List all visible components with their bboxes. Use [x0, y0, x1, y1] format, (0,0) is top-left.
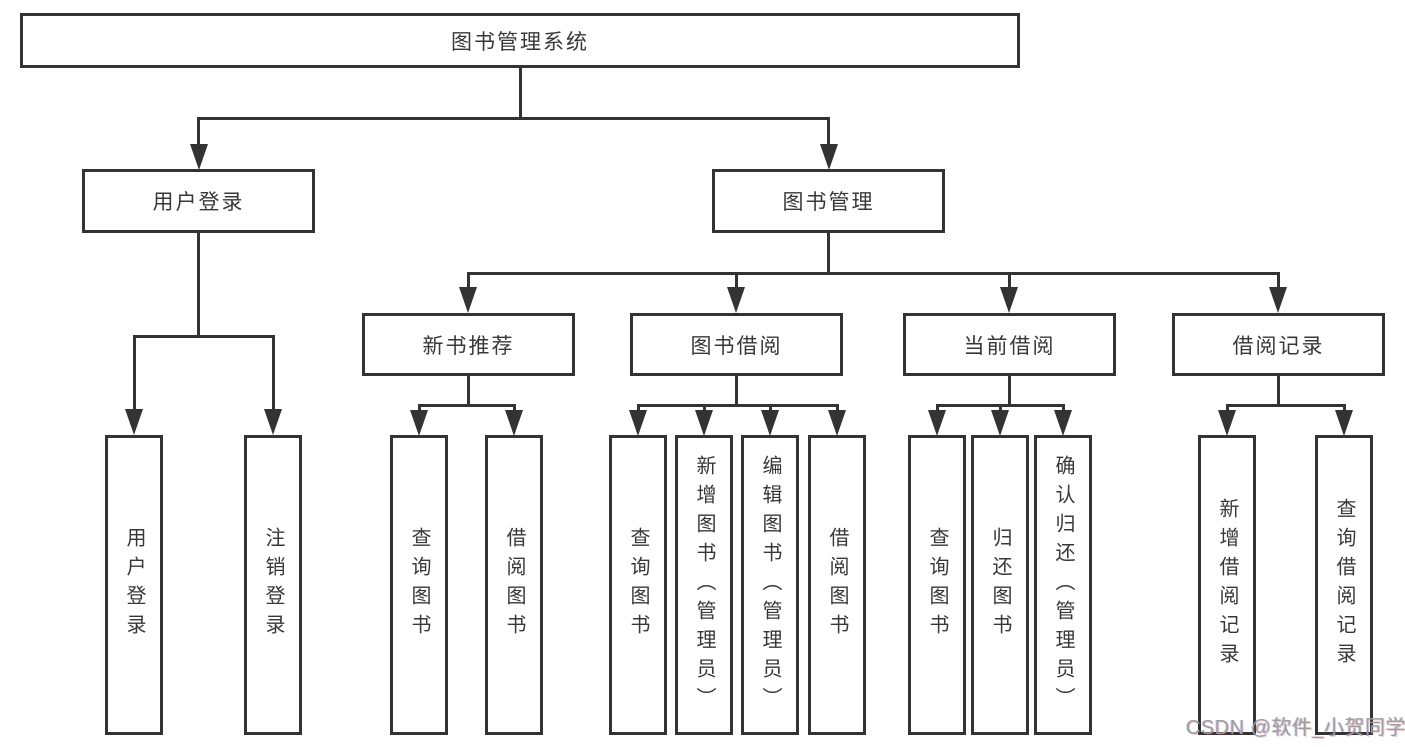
connector-arrowhead-down	[264, 409, 282, 435]
connector-arrowhead-down	[125, 409, 143, 435]
watermark: CSDN @软件_小贺同学	[1186, 717, 1405, 739]
node-new-book-recommendation: 新书推荐	[362, 313, 575, 376]
connector-vline	[418, 404, 421, 413]
node-book-management: 图书管理	[712, 169, 945, 233]
node-new-book-recommendation-label: 新书推荐	[422, 334, 515, 358]
leaf-borrow-books-recommend: 借阅图书	[485, 435, 543, 735]
connector-vline	[1062, 404, 1065, 413]
node-book-borrowing-label: 图书借阅	[690, 334, 783, 358]
connector-arrowhead-down	[820, 144, 838, 170]
connector-vline	[827, 233, 830, 275]
connector-vline	[1008, 272, 1011, 289]
connector-arrowhead-down	[727, 287, 745, 313]
leaf-query-books-current-label: 查询图书	[926, 527, 948, 643]
connector-arrowhead-down	[410, 410, 428, 436]
connector-vline	[133, 335, 136, 411]
connector-arrowhead-down	[928, 410, 946, 436]
connector-arrowhead-down	[1054, 410, 1072, 436]
connector-vline	[197, 233, 200, 338]
node-root-label: 图书管理系统	[451, 30, 589, 54]
connector-arrowhead-down	[1000, 287, 1018, 313]
leaf-query-books-borrowing-label: 查询图书	[627, 527, 649, 643]
leaf-query-books-current: 查询图书	[908, 435, 966, 735]
leaf-logout: 注销登录	[244, 435, 302, 735]
connector-vline	[836, 404, 839, 413]
node-borrowing-records-label: 借阅记录	[1232, 334, 1325, 358]
leaf-edit-book-admin-label: 编辑图书（管理员）	[759, 454, 781, 716]
connector-vline	[1343, 404, 1346, 413]
connector-arrowhead-down	[991, 410, 1009, 436]
connector-vline	[197, 117, 200, 147]
connector-vline	[703, 404, 706, 413]
connector-vline	[1277, 376, 1280, 407]
node-root: 图书管理系统	[20, 13, 1020, 68]
node-book-management-label: 图书管理	[782, 191, 875, 214]
connector-vline	[1226, 404, 1229, 413]
connector-arrowhead-down	[761, 410, 779, 436]
node-current-borrowing: 当前借阅	[903, 313, 1116, 376]
connector-vline	[272, 335, 275, 411]
connector-vline	[1277, 272, 1280, 289]
connector-arrowhead-down	[505, 410, 523, 436]
leaf-borrow-books-borrowing-label: 借阅图书	[826, 527, 848, 643]
leaf-user-login: 用户登录	[105, 435, 163, 735]
leaf-query-borrow-record: 查询借阅记录	[1315, 435, 1373, 735]
leaf-confirm-return-admin-label: 确认归还（管理员）	[1052, 454, 1074, 716]
connector-vline	[519, 68, 522, 118]
node-current-borrowing-label: 当前借阅	[963, 334, 1056, 358]
connector-vline	[735, 376, 738, 407]
leaf-borrow-books-borrowing: 借阅图书	[808, 435, 866, 735]
node-user-login-label: 用户登录	[152, 191, 245, 214]
leaf-add-book-admin: 新增图书（管理员）	[675, 435, 733, 735]
leaf-query-borrow-record-label: 查询借阅记录	[1333, 498, 1355, 672]
connector-arrowhead-down	[828, 410, 846, 436]
connector-arrowhead-down	[695, 410, 713, 436]
leaf-add-borrow-record: 新增借阅记录	[1198, 435, 1256, 735]
connector-vline	[637, 404, 640, 413]
connector-arrowhead-down	[629, 410, 647, 436]
connector-vline	[769, 404, 772, 413]
leaf-logout-label: 注销登录	[262, 527, 284, 643]
leaf-user-login-label: 用户登录	[123, 527, 145, 643]
connector-hline	[197, 117, 830, 120]
connector-hline	[637, 404, 839, 407]
connector-hline	[467, 272, 1280, 275]
node-book-borrowing: 图书借阅	[630, 313, 843, 376]
leaf-return-book: 归还图书	[971, 435, 1029, 735]
connector-arrowhead-down	[1218, 410, 1236, 436]
node-user-login: 用户登录	[82, 169, 315, 233]
leaf-query-books-recommend-label: 查询图书	[408, 527, 430, 643]
connector-vline	[999, 404, 1002, 413]
connector-arrowhead-down	[1335, 410, 1353, 436]
connector-arrowhead-down	[1269, 287, 1287, 313]
connector-hline	[1226, 404, 1346, 407]
connector-vline	[735, 272, 738, 289]
connector-vline	[1008, 376, 1011, 407]
leaf-query-books-recommend: 查询图书	[390, 435, 448, 735]
connector-arrowhead-down	[459, 287, 477, 313]
leaf-query-books-borrowing: 查询图书	[609, 435, 667, 735]
connector-vline	[513, 404, 516, 413]
leaf-add-book-admin-label: 新增图书（管理员）	[693, 454, 715, 716]
node-borrowing-records: 借阅记录	[1172, 313, 1385, 376]
connector-hline	[133, 335, 275, 338]
connector-vline	[936, 404, 939, 413]
connector-vline	[467, 272, 470, 289]
leaf-edit-book-admin: 编辑图书（管理员）	[741, 435, 799, 735]
leaf-borrow-books-recommend-label: 借阅图书	[503, 527, 525, 643]
connector-arrowhead-down	[190, 144, 208, 170]
leaf-return-book-label: 归还图书	[989, 527, 1011, 643]
leaf-add-borrow-record-label: 新增借阅记录	[1216, 498, 1238, 672]
leaf-confirm-return-admin: 确认归还（管理员）	[1034, 435, 1092, 735]
connector-hline	[418, 404, 516, 407]
connector-vline	[467, 376, 470, 407]
connector-vline	[827, 117, 830, 147]
